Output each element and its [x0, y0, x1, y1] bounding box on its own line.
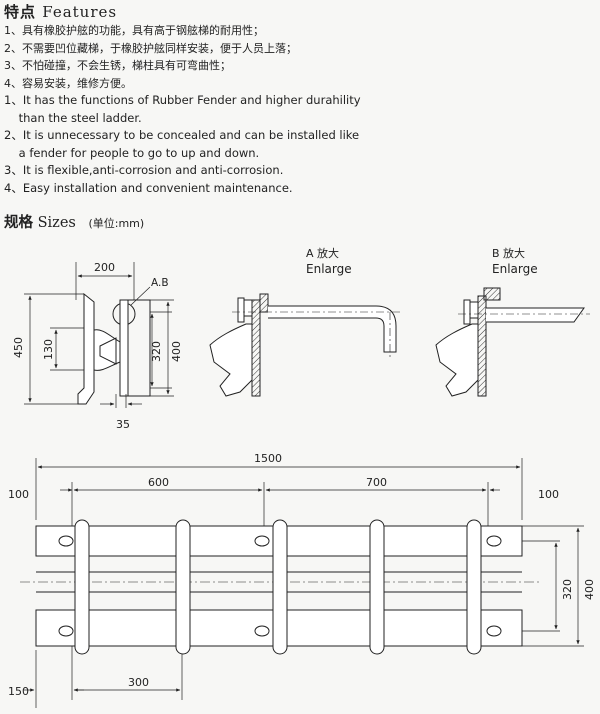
- feature-line-en-2b: a fender for people to go to up and down…: [4, 145, 260, 160]
- front-dim-left-margin: 100: [8, 488, 29, 501]
- front-dim-150: 150: [8, 685, 29, 698]
- feature-line-en-1b: than the steel ladder.: [4, 110, 142, 125]
- sizes-heading-en: Sizes: [37, 215, 76, 231]
- detail-a-subtitle: Enlarge: [306, 262, 352, 276]
- feature-line-cn-1: 1、具有橡胶护舷的功能，具有高于钢舷梯的耐用性；: [4, 24, 264, 37]
- side-dim-35: 35: [116, 418, 130, 431]
- front-dim-400: 400: [583, 579, 596, 600]
- side-dim-width: 200: [94, 261, 115, 274]
- features-section: 特点 Features 1、具有橡胶护舷的功能，具有高于钢舷梯的耐用性； 2、不…: [4, 2, 594, 197]
- front-dim-total: 1500: [254, 452, 282, 465]
- front-dim-700: 700: [366, 476, 387, 489]
- front-dim-right-margin: 100: [538, 488, 559, 501]
- sizes-heading: 规格 Sizes (单位:mm): [4, 213, 144, 234]
- front-dim-600: 600: [148, 476, 169, 489]
- side-view: [24, 262, 174, 408]
- detail-b-subtitle: Enlarge: [492, 262, 538, 276]
- detail-b-title: B 放大: [492, 246, 525, 260]
- feature-line-en-4: 4、Easy installation and convenient maint…: [4, 180, 293, 195]
- side-dim-130: 130: [42, 339, 55, 360]
- feature-line-en-2: 2、It is unnecessary to be concealed and …: [4, 128, 360, 142]
- front-dim-300: 300: [128, 676, 149, 689]
- side-dim-400: 400: [170, 341, 183, 362]
- detail-a-drawing: [209, 293, 400, 397]
- sizes-heading-cn: 规格: [4, 215, 33, 231]
- feature-line-cn-2: 2、不需要凹位藏梯，于橡胶护舷同样安装，便于人员上落；: [4, 41, 297, 55]
- feature-line-cn-3: 3、不怕碰撞，不会生锈，梯柱具有可弯曲性；: [4, 59, 231, 72]
- features-heading-cn: 特点: [4, 3, 37, 21]
- feature-line-en-1: 1、It has the functions of Rubber Fender …: [4, 93, 361, 107]
- detail-a-title: A 放大: [306, 246, 339, 260]
- front-view: [20, 458, 584, 708]
- side-callout-ab: A.B: [151, 277, 169, 289]
- detail-b-drawing: [435, 287, 590, 397]
- front-dim-320: 320: [561, 579, 574, 600]
- features-heading-en: Features: [42, 3, 118, 21]
- side-dim-450: 450: [12, 337, 25, 358]
- feature-line-en-3: 3、It is flexible,anti-corrosion and anti…: [4, 163, 284, 177]
- sizes-unit: (单位:mm): [88, 217, 145, 230]
- side-dim-320: 320: [150, 341, 163, 362]
- features-heading: 特点 Features: [4, 2, 594, 22]
- feature-line-cn-4: 4、容易安装，维修方便。: [4, 76, 132, 90]
